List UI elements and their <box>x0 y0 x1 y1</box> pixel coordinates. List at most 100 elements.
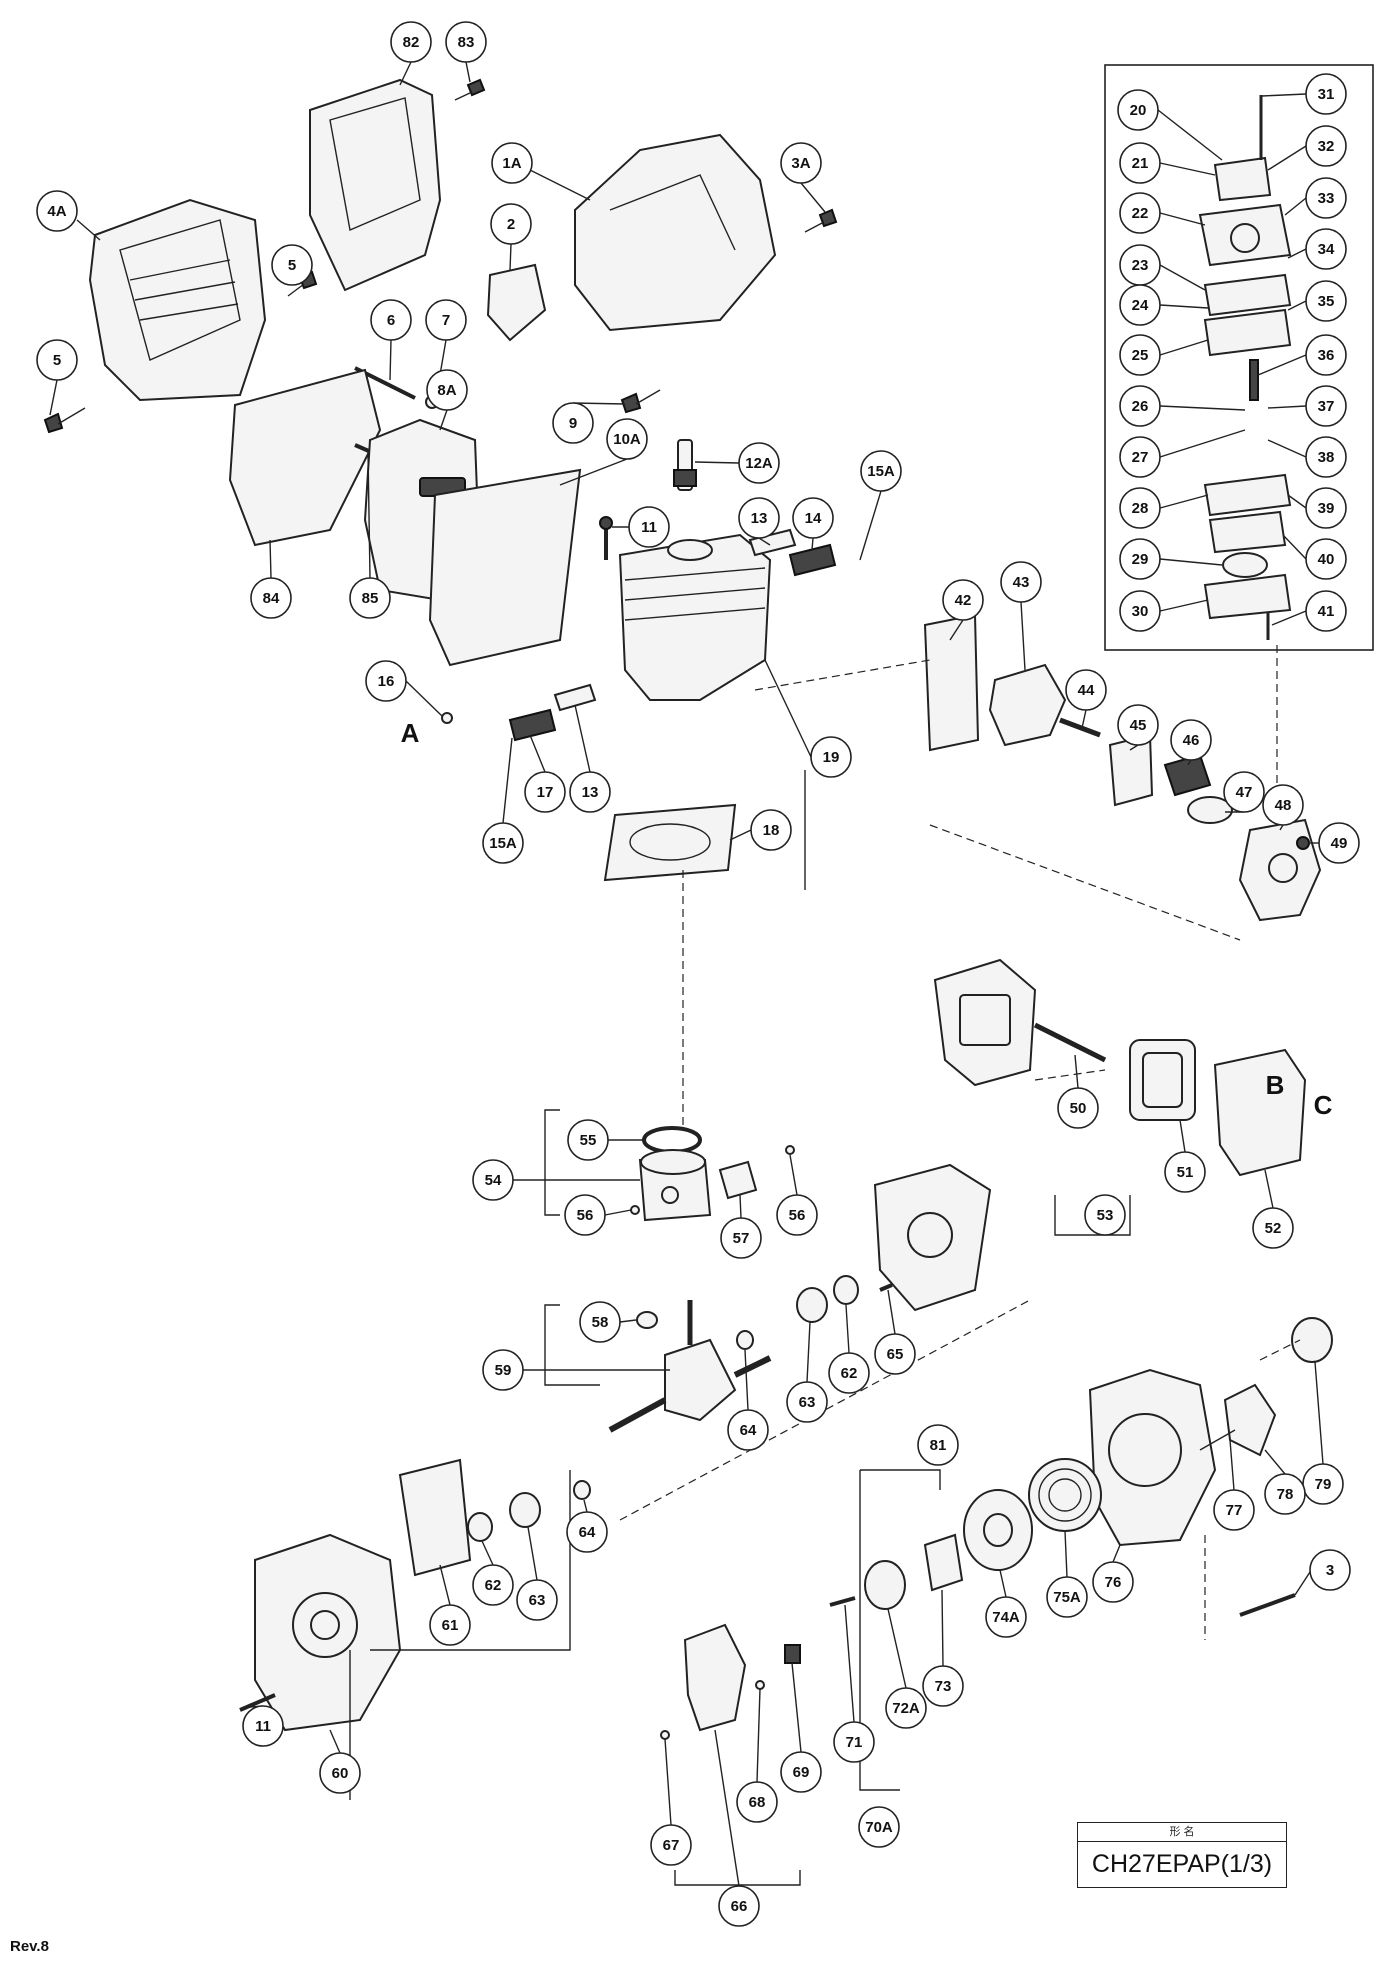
callout-50: 50 <box>1057 1087 1099 1129</box>
callout-circle <box>552 402 594 444</box>
callout-circle <box>1170 719 1212 761</box>
callout-number: 55 <box>580 1132 597 1149</box>
callout-number: 40 <box>1318 551 1335 568</box>
part-2-label <box>486 263 547 342</box>
part-83-screw <box>454 78 486 101</box>
part-71-screw <box>829 1596 856 1607</box>
callout-number: 51 <box>1177 1164 1194 1181</box>
callout-number: 49 <box>1331 835 1348 852</box>
part-52-intake-cover <box>1213 1048 1307 1177</box>
title-block-heading: 形 名 <box>1078 1823 1286 1842</box>
callout-number: 28 <box>1132 500 1149 517</box>
part-63-bearing <box>509 1287 828 1528</box>
callout-number: 25 <box>1132 347 1149 364</box>
callout-circle <box>750 809 792 851</box>
callout-73: 73 <box>922 1665 964 1707</box>
callout-68: 68 <box>736 1781 778 1823</box>
callout-78: 78 <box>1264 1473 1306 1515</box>
callout-circle <box>564 1194 606 1236</box>
callout-18: 18 <box>750 809 792 851</box>
callout-number: 47 <box>1236 784 1253 801</box>
carburetor-detail-frame <box>1104 64 1374 651</box>
callout-circle <box>885 1687 927 1729</box>
callout-number: 81 <box>930 1437 947 1454</box>
callout-number: 72A <box>892 1700 920 1717</box>
callout-number: 33 <box>1318 190 1335 207</box>
part-crankcase-half <box>873 1163 992 1312</box>
callout-number: 69 <box>793 1764 810 1781</box>
callout-number: 2 <box>507 216 515 233</box>
callout-circle <box>628 506 670 548</box>
callout-circle <box>1164 1151 1206 1193</box>
part-45-gasket <box>1108 733 1154 807</box>
callout-38: 38 <box>1305 436 1347 478</box>
callout-circle <box>567 1119 609 1161</box>
callout-74A: 74A <box>985 1596 1027 1638</box>
callout-14: 14 <box>792 497 834 539</box>
callout-5: 5 <box>271 244 313 286</box>
callout-number: 84 <box>263 590 280 607</box>
part-60-crankcase <box>254 1533 402 1732</box>
callout-number: 38 <box>1318 449 1335 466</box>
callout-number: 64 <box>579 1524 596 1541</box>
callout-circle <box>1262 784 1304 826</box>
callout-circle <box>985 1596 1027 1638</box>
part-14-insulator <box>788 543 837 577</box>
part-13-insulator <box>553 528 797 712</box>
callout-circle <box>1305 228 1347 270</box>
callout-46: 46 <box>1170 719 1212 761</box>
part-18-gasket <box>603 803 737 882</box>
callout-30: 30 <box>1119 590 1161 632</box>
callout-56: 56 <box>564 1194 606 1236</box>
callout-number: 53 <box>1097 1207 1114 1224</box>
callout-79: 79 <box>1302 1463 1344 1505</box>
callout-number: 56 <box>789 1207 806 1224</box>
callout-circle <box>1305 334 1347 376</box>
callout-number: 1A <box>502 155 521 172</box>
part-66-plate <box>683 1623 747 1732</box>
callout-71: 71 <box>833 1721 875 1763</box>
revision-label: Rev.8 <box>10 1938 49 1955</box>
callout-circle <box>1305 436 1347 478</box>
callout-circle <box>942 579 984 621</box>
reference-letter-C: C <box>1314 1090 1333 1120</box>
callout-circle <box>524 771 566 813</box>
callout-circle <box>917 1424 959 1466</box>
callout-circle <box>1117 704 1159 746</box>
callout-58: 58 <box>579 1301 621 1343</box>
callout-circle <box>606 418 648 460</box>
part-3A-screw <box>804 208 838 233</box>
callout-circle <box>349 577 391 619</box>
callout-number: 16 <box>378 673 395 690</box>
callout-36: 36 <box>1305 334 1347 376</box>
callout-circle <box>319 1752 361 1794</box>
callout-number: 15A <box>489 835 517 852</box>
callout-number: 8A <box>437 382 456 399</box>
callout-number: 14 <box>805 510 822 527</box>
callout-number: 66 <box>731 1898 748 1915</box>
callout-number: 24 <box>1132 297 1149 314</box>
part-76-starter-case <box>1088 1368 1217 1547</box>
callout-circle <box>1119 334 1161 376</box>
part-42-gasket <box>923 613 980 752</box>
callout-number: 85 <box>362 590 379 607</box>
part-51-element <box>1129 1039 1196 1121</box>
callout-number: 74A <box>992 1609 1020 1626</box>
part-10A-gasket <box>428 468 582 667</box>
callout-12A: 12A <box>738 442 780 484</box>
callout-circle <box>429 1604 471 1646</box>
callout-number: 17 <box>537 784 554 801</box>
callout-number: 42 <box>955 592 972 609</box>
callout-81: 81 <box>917 1424 959 1466</box>
part-43-insulator <box>988 663 1067 747</box>
callout-number: 4A <box>47 203 66 220</box>
callout-number: 21 <box>1132 155 1149 172</box>
callout-circle <box>516 1579 558 1621</box>
title-block: 形 名 CH27EPAP(1/3) <box>1077 1822 1287 1888</box>
callout-number: 44 <box>1078 682 1095 699</box>
callout-13: 13 <box>738 497 780 539</box>
part-54-piston <box>638 1149 712 1222</box>
callout-number: 41 <box>1318 603 1335 620</box>
callout-82: 82 <box>390 21 432 63</box>
callout-number: 52 <box>1265 1220 1282 1237</box>
